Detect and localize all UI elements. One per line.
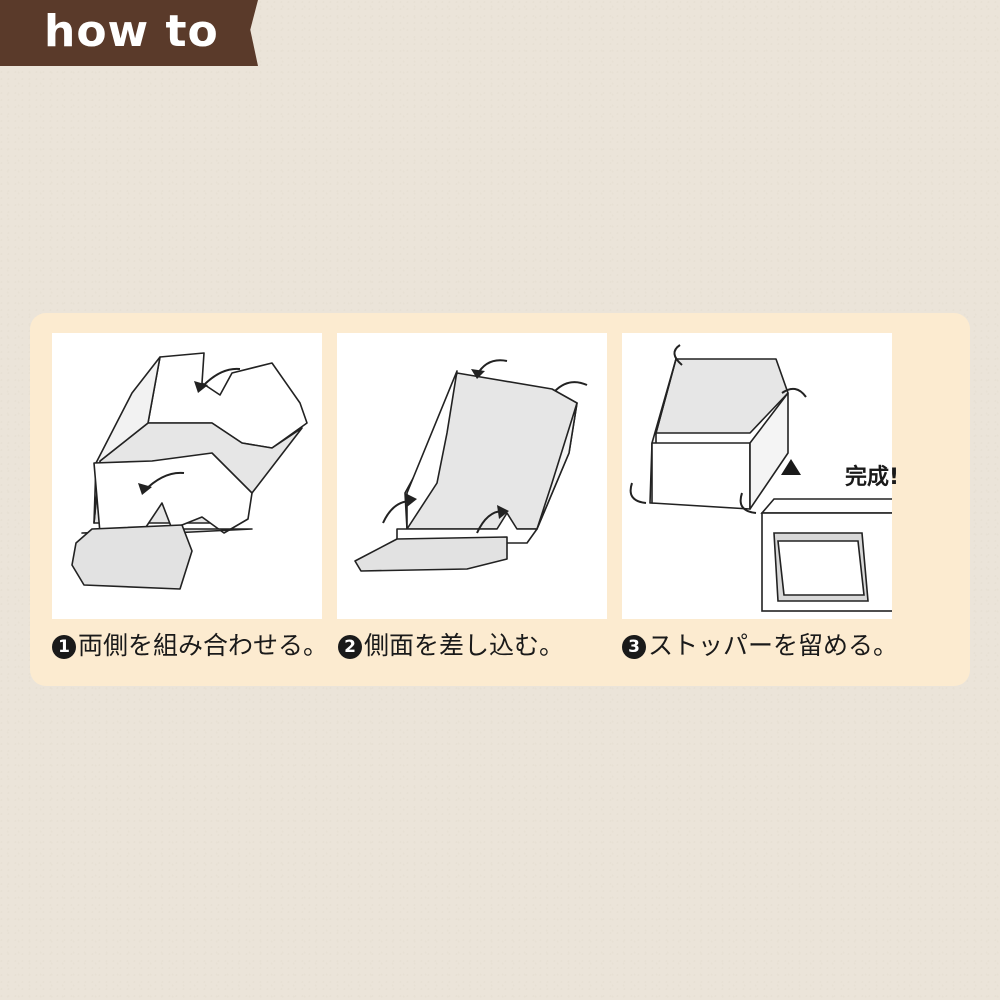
step-3-illustration xyxy=(622,333,892,619)
step-3-text: ストッパーを留める。 xyxy=(648,631,899,660)
completion-label: 完成! xyxy=(845,465,900,490)
box-unfolded-illustration xyxy=(71,352,308,590)
step-1-illustration xyxy=(52,333,322,619)
triangle-arrow-icon xyxy=(781,459,801,475)
how-to-tag xyxy=(0,0,258,66)
step-number-2: 2 xyxy=(338,635,362,659)
page-title: how to xyxy=(44,6,219,57)
box-sides-illustration xyxy=(354,359,588,572)
box-stopper-illustration xyxy=(629,344,892,612)
step-2-illustration xyxy=(337,333,607,619)
step-number-1: 1 xyxy=(52,635,76,659)
step-number-3: 3 xyxy=(622,635,646,659)
step-1-text: 両側を組み合わせる。 xyxy=(78,631,329,660)
step-2-text: 側面を差し込む。 xyxy=(364,631,565,660)
